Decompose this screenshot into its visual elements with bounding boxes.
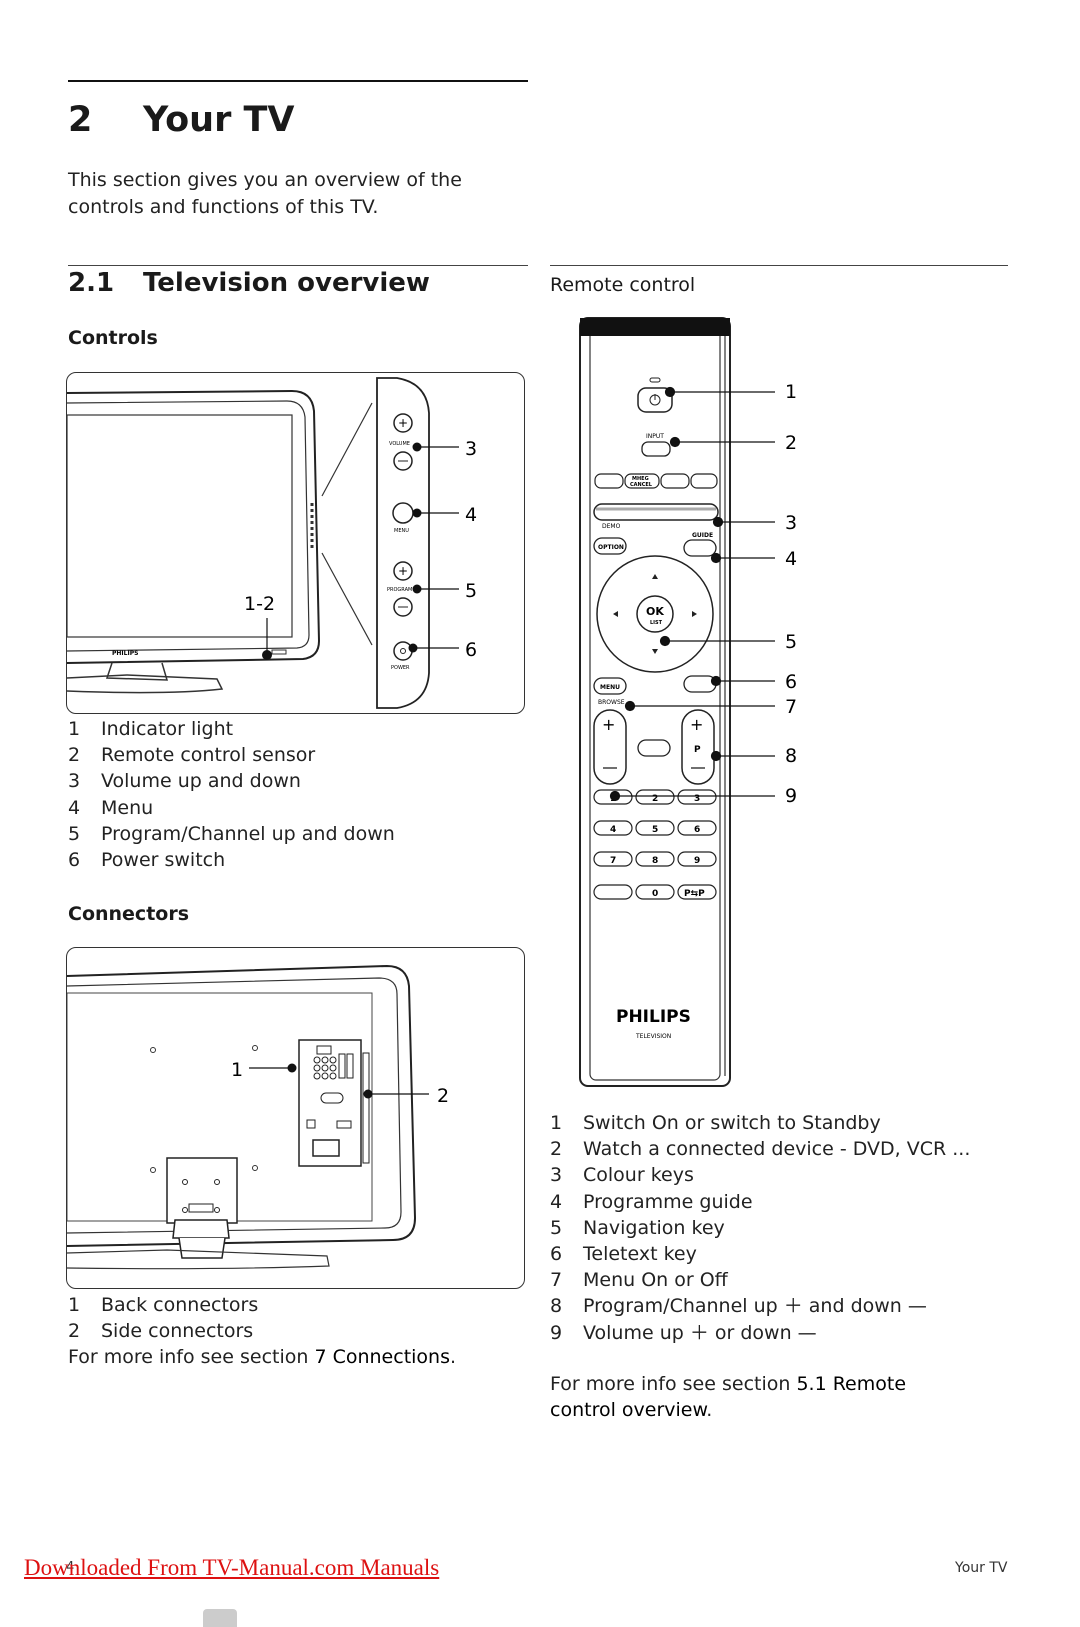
svg-text:0: 0	[652, 889, 658, 899]
svg-text:DEMO: DEMO	[602, 523, 621, 530]
svg-text:1: 1	[785, 381, 797, 403]
connectors-heading: Connectors	[68, 903, 190, 925]
svg-text:+: +	[602, 715, 615, 734]
connectors-more-info: For more info see section 7 Connections.	[68, 1346, 457, 1368]
svg-text:2: 2	[785, 432, 797, 454]
svg-text:1: 1	[231, 1059, 243, 1081]
svg-text:5: 5	[465, 580, 477, 602]
chapter-title: Your TV	[143, 100, 295, 140]
controls-figure: PHILIPS 1-2 + VOLUME MENU + PROGRAM POWE…	[66, 372, 525, 714]
callout-1-2: 1-2	[244, 593, 275, 615]
remote-more-info: For more info see section 5.1 Remote con…	[550, 1373, 907, 1421]
chapter-rule	[68, 80, 528, 82]
tv-brand: PHILIPS	[112, 650, 138, 657]
chapter-number: 2	[68, 100, 93, 140]
program-label: PROGRAM	[387, 587, 412, 593]
svg-text:9: 9	[785, 785, 797, 807]
svg-text:3: 3	[785, 512, 797, 534]
svg-text:6: 6	[785, 671, 797, 693]
section-rule-right	[550, 265, 1008, 266]
svg-text:TELEVISION: TELEVISION	[635, 1033, 671, 1040]
svg-text:CANCEL: CANCEL	[630, 482, 653, 488]
svg-text:MENU: MENU	[600, 684, 620, 691]
svg-text:3: 3	[694, 794, 700, 804]
svg-text:5: 5	[785, 631, 797, 653]
svg-text:3: 3	[465, 438, 477, 460]
power-label: POWER	[391, 665, 410, 671]
remote-figure: INPUT MHEG CANCEL DEMO GUIDE OPTION OK L…	[570, 316, 1020, 1092]
svg-text:+: +	[398, 564, 408, 578]
svg-text:P: P	[694, 745, 701, 755]
controls-heading: Controls	[68, 327, 158, 349]
svg-text:9: 9	[694, 856, 700, 866]
section-rule-left	[68, 265, 528, 266]
svg-text:P⇆P: P⇆P	[684, 889, 705, 899]
svg-text:4: 4	[465, 504, 477, 526]
svg-text:BROWSE: BROWSE	[598, 699, 625, 706]
section-number: 2.1	[68, 268, 115, 298]
svg-text:4: 4	[610, 825, 616, 835]
footer-section: Your TV	[955, 1560, 1008, 1576]
svg-text:2: 2	[652, 794, 658, 804]
intro-text: This section gives you an overview of th…	[68, 169, 462, 218]
page-number: 4	[66, 1560, 75, 1575]
svg-text:7: 7	[610, 856, 616, 866]
connections-link[interactable]: 7 Connections	[314, 1346, 450, 1368]
remote-heading: Remote control	[550, 274, 696, 296]
svg-text:INPUT: INPUT	[646, 433, 664, 440]
svg-text:OPTION: OPTION	[598, 544, 624, 551]
svg-text:LIST: LIST	[650, 620, 663, 626]
svg-text:+: +	[690, 715, 703, 734]
page-tab-marker	[203, 1609, 237, 1627]
download-link[interactable]: Downloaded From TV-Manual.com Manuals	[24, 1555, 440, 1580]
svg-text:7: 7	[785, 696, 797, 718]
remote-overview-link[interactable]: 5.1 Remote control overview	[550, 1373, 907, 1421]
svg-text:8: 8	[785, 745, 797, 767]
svg-text:6: 6	[465, 639, 477, 661]
svg-text:OK: OK	[646, 605, 664, 618]
volume-label: VOLUME	[389, 441, 410, 447]
svg-text:6: 6	[694, 825, 700, 835]
section-title: Television overview	[143, 268, 430, 298]
svg-text:+: +	[398, 416, 408, 430]
svg-text:PHILIPS: PHILIPS	[616, 1007, 691, 1027]
svg-text:2: 2	[437, 1085, 449, 1107]
svg-text:4: 4	[785, 548, 797, 570]
svg-text:8: 8	[652, 856, 658, 866]
svg-text:MHEG: MHEG	[632, 476, 649, 482]
menu-label: MENU	[394, 528, 409, 534]
connectors-figure: 1 2	[66, 947, 525, 1289]
svg-text:5: 5	[652, 825, 658, 835]
svg-text:GUIDE: GUIDE	[692, 532, 713, 539]
